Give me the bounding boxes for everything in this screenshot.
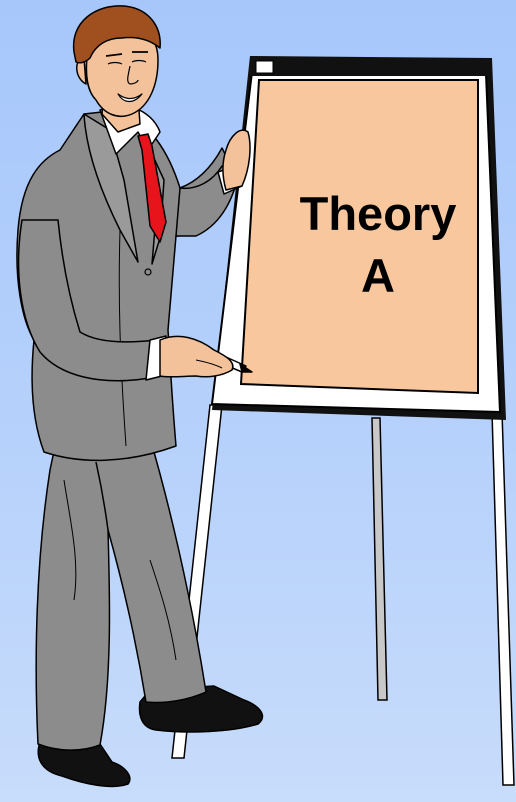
easel-back-leg (371, 417, 388, 701)
presenter-jacket-button (144, 268, 152, 276)
flipchart: Theory A (210, 56, 506, 420)
flipchart-title-line2: A (361, 249, 395, 302)
presenter-hair (72, 5, 161, 64)
presenter-left-lapel (83, 113, 139, 263)
flipchart-clip-bar (250, 58, 492, 76)
presenter-eyes (107, 59, 147, 65)
presenter-mouth (117, 93, 143, 103)
flipchart-title-line1: Theory (300, 187, 457, 240)
presenter-right-hand (222, 129, 251, 191)
presenter-eyebrows (105, 51, 148, 57)
flipchart-paper (239, 79, 479, 395)
flipchart-tab (255, 60, 274, 74)
presenter-tie (137, 133, 167, 243)
easel-right-leg (491, 411, 515, 786)
presenter (16, 5, 264, 788)
presenter-left-hand (159, 335, 234, 378)
presenter-nose (127, 65, 139, 85)
presenter-trousers (35, 431, 207, 751)
